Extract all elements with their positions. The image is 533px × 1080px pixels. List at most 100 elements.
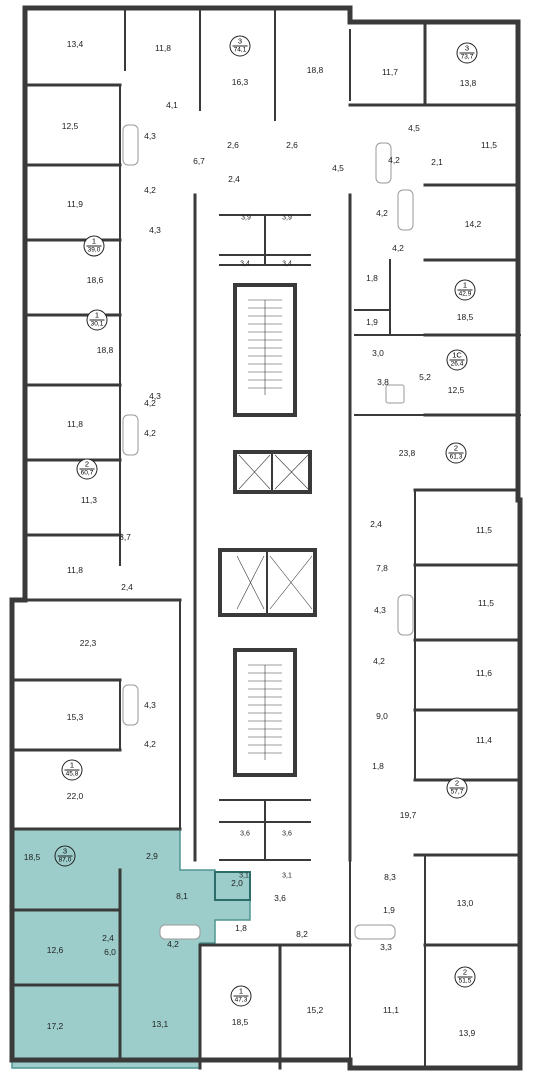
room-area-label: 8,2 (296, 928, 308, 939)
room-area-label: 2,1 (431, 156, 443, 167)
room-area-label: 6,7 (193, 155, 205, 166)
room-area-label: 4,2 (167, 938, 179, 949)
room-area-label: 13,1 (151, 1018, 169, 1029)
room-area-label: 18,6 (86, 274, 104, 285)
room-area-label: 2,6 (227, 139, 239, 150)
room-area-label: 6,0 (104, 946, 116, 957)
room-area-label: 2,6 (286, 139, 298, 150)
room-area-label: 4,2 (376, 207, 388, 218)
apartment-area: 39,0 (87, 246, 101, 254)
room-area-label: 15,2 (306, 1004, 324, 1015)
walls (9, 5, 523, 1071)
room-area-label: 13,9 (458, 1027, 476, 1038)
room-area-label: 22,0 (66, 790, 84, 801)
room-area-label: 4,5 (332, 162, 344, 173)
room-area-label: 16,3 (231, 76, 249, 87)
apartment-rooms: 2 (79, 460, 95, 470)
room-area-label: 4,3 (149, 224, 161, 235)
room-area-label: 12,6 (46, 944, 64, 955)
bathroom-fixtures (122, 124, 414, 940)
room-area-label: 3,9 (241, 214, 251, 222)
room-area-label: 11,5 (478, 597, 494, 608)
room-area-label: 8,7 (119, 531, 131, 542)
room-area-label: 13,0 (456, 897, 474, 908)
room-area-label: 2,0 (231, 877, 243, 888)
apartment-area: 26,4 (450, 360, 464, 368)
room-area-label: 18,8 (306, 64, 324, 75)
room-area-label: 4,2 (144, 427, 156, 438)
room-area-label: 17,2 (46, 1020, 64, 1031)
room-area-label: 11,3 (81, 494, 97, 505)
apartment-rooms: 1 (89, 311, 105, 321)
room-area-label: 4,3 (144, 699, 156, 710)
highlighted-storage (214, 871, 251, 901)
room-area-label: 11,6 (476, 667, 492, 678)
apartment-rooms: 1 (457, 281, 473, 291)
room-area-label: 9,0 (376, 710, 388, 721)
room-area-label: 11,5 (476, 524, 492, 535)
apartment-area: 73,7 (460, 53, 474, 61)
room-area-label: 3,9 (282, 214, 292, 222)
room-area-label: 11,5 (481, 139, 497, 150)
apartment-rooms: 3 (459, 44, 475, 54)
room-area-label: 12,5 (61, 120, 79, 131)
room-area-label: 1,8 (372, 760, 384, 771)
room-area-label: 1,8 (366, 272, 378, 283)
apartment-rooms: 3 (57, 847, 73, 857)
room-area-label: 11,9 (67, 198, 83, 209)
room-area-label: 18,5 (231, 1016, 249, 1027)
apartment-area: 60,7 (80, 469, 94, 477)
room-area-label: 18,5 (456, 311, 474, 322)
room-area-label: 4,2 (144, 184, 156, 195)
apartment-area: 61,3 (449, 453, 463, 461)
apartment-area: 45,8 (65, 770, 79, 778)
room-area-label: 4,2 (392, 242, 404, 253)
room-area-label: 15,3 (66, 711, 84, 722)
room-area-label: 3,3 (380, 941, 392, 952)
apartment-area: 42,9 (458, 290, 472, 298)
room-area-label: 1,9 (366, 316, 378, 327)
room-area-label: 4,3 (144, 130, 156, 141)
apartment-rooms: 1 (233, 987, 249, 997)
room-area-label: 2,4 (370, 518, 382, 529)
room-area-label: 2,4 (228, 173, 240, 184)
room-area-label: 3,6 (274, 892, 286, 903)
room-area-label: 13,4 (66, 38, 84, 49)
apartment-area: 47,3 (234, 996, 248, 1004)
apartment-rooms: 2 (449, 779, 465, 789)
room-area-label: 11,8 (67, 564, 83, 575)
room-area-label: 4,3 (149, 390, 161, 401)
room-area-label: 13,8 (459, 77, 477, 88)
apartment-area: 30,1 (90, 320, 104, 328)
room-area-label: 2,4 (102, 932, 114, 943)
room-area-label: 4,2 (144, 738, 156, 749)
room-area-label: 11,7 (382, 66, 398, 77)
room-area-label: 4,2 (388, 154, 400, 165)
room-area-label: 2,4 (121, 581, 133, 592)
room-area-label: 12,5 (447, 384, 465, 395)
apartment-rooms: 1 (64, 761, 80, 771)
room-area-label: 11,4 (476, 734, 492, 745)
room-area-label: 3,8 (377, 376, 389, 387)
room-area-label: 22,3 (79, 637, 97, 648)
room-area-label: 3,4 (240, 260, 250, 268)
room-area-label: 4,5 (408, 122, 420, 133)
room-area-label: 4,2 (144, 397, 156, 408)
room-area-label: 3,6 (240, 830, 250, 838)
room-area-label: 19,7 (399, 809, 417, 820)
apartment-area: 87,0 (58, 856, 72, 864)
